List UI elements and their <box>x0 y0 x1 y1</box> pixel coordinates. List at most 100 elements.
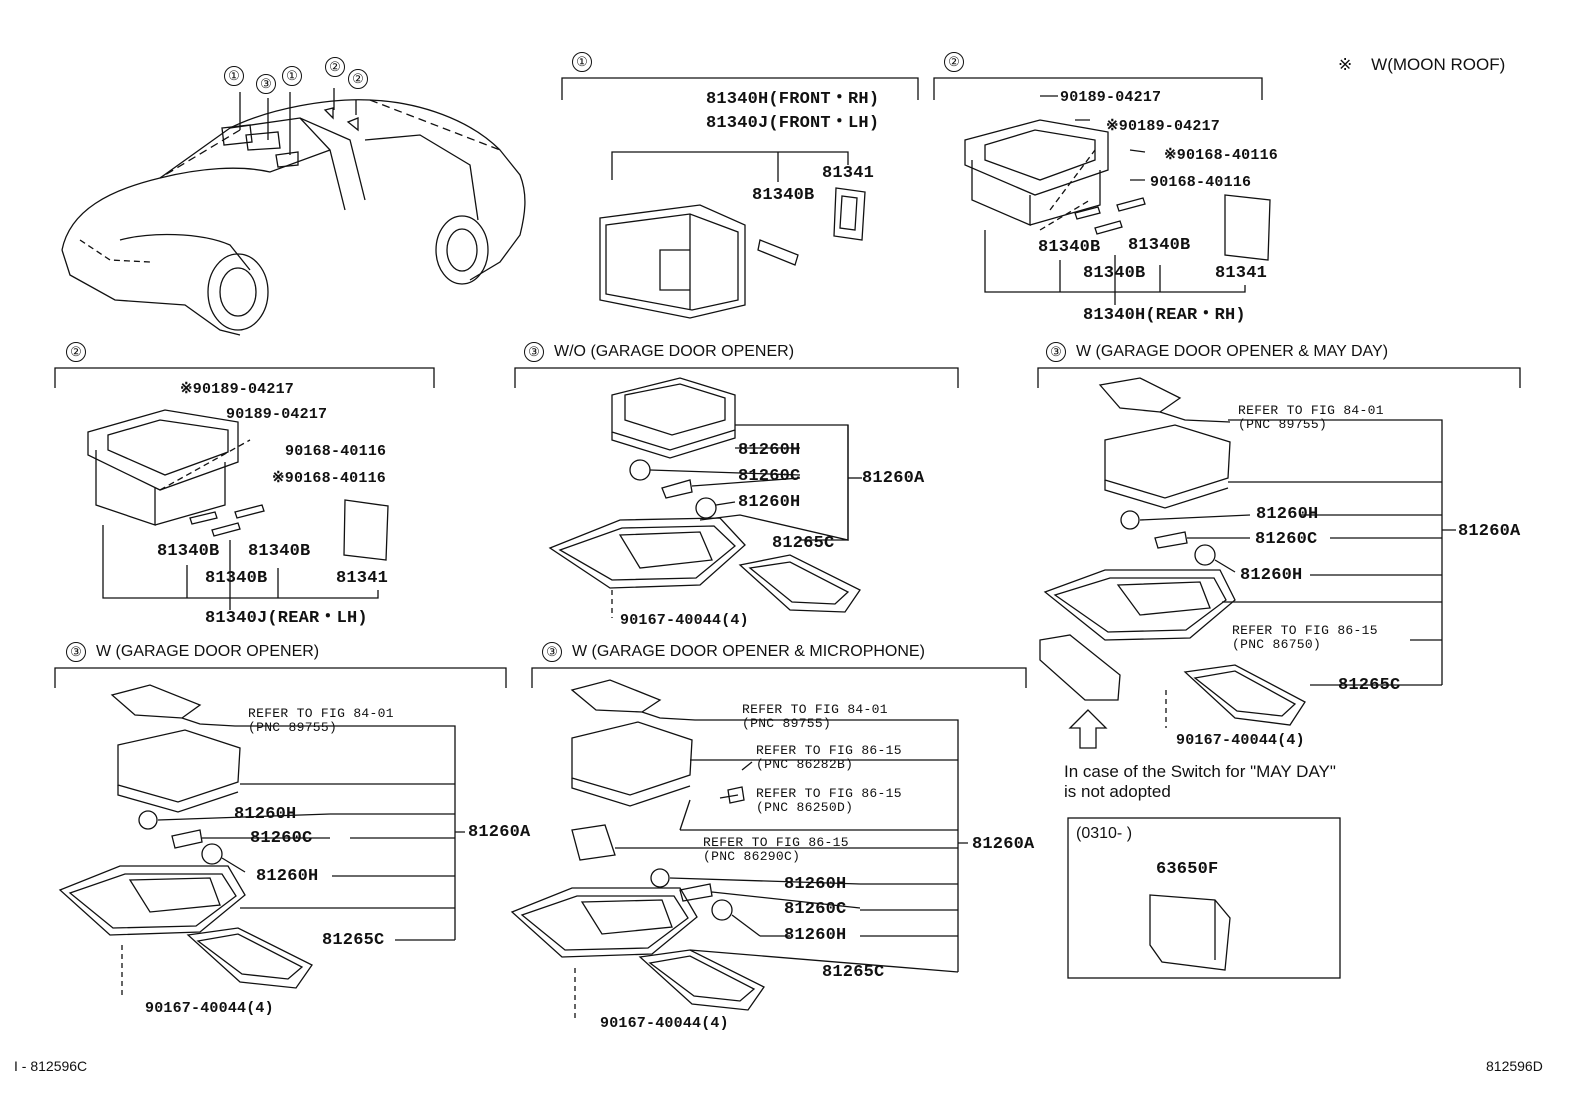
part-81260H-a: 81260H <box>1256 505 1319 524</box>
panel-w-gdo-mic-circle: ③ <box>542 642 562 662</box>
refer-fig-84-01: REFER TO FIG 84-01 (PNC 89755) <box>1238 404 1384 432</box>
part-81340B-a: 81340B <box>1038 238 1101 257</box>
refer-fig-86-15-a: REFER TO FIG 86-15 (PNC 86282B) <box>756 744 902 772</box>
refer-pnc: (PNC 86290C) <box>703 849 801 864</box>
part-90167-40044: 90167-40044(4) <box>1176 732 1305 749</box>
part-81260H-a: 81260H <box>234 805 297 824</box>
part-81260C: 81260C <box>250 829 313 848</box>
part-81260H-b: 81260H <box>1240 566 1303 585</box>
refer-pnc: (PNC 89755) <box>1238 417 1328 432</box>
part-81265C: 81265C <box>322 931 385 950</box>
part-81340B-a: 81340B <box>157 542 220 561</box>
car-illustration <box>61 88 526 336</box>
part-90167-40044: 90167-40044(4) <box>620 612 749 629</box>
moon-roof-legend: ※ W(MOON ROOF) <box>1338 56 1505 74</box>
part-81341: 81341 <box>1215 264 1268 283</box>
panel-w-gdo-mayday-heading: ③ W (GARAGE DOOR OPENER & MAY DAY) <box>1046 342 1388 362</box>
panel-w-gdo-heading: ③ W (GARAGE DOOR OPENER) <box>66 642 319 662</box>
refer-line: REFER TO FIG 84-01 <box>1238 403 1384 418</box>
part-81260H-a: 81260H <box>784 875 847 894</box>
mayday-note-line1: In case of the Switch for "MAY DAY" <box>1064 762 1336 781</box>
part-63650F: 63650F <box>1156 860 1219 879</box>
panel-rear-rh-linework <box>933 77 1271 305</box>
refer-fig-84-01: REFER TO FIG 84-01 (PNC 89755) <box>248 707 394 735</box>
part-81340B-c: 81340B <box>1083 264 1146 283</box>
refer-fig-86-15: REFER TO FIG 86-15 (PNC 86750) <box>1232 624 1378 652</box>
refer-line: REFER TO FIG 84-01 <box>742 702 888 717</box>
panel-wo-gdo-title: W/O (GARAGE DOOR OPENER) <box>554 343 795 361</box>
part-81260H-b: 81260H <box>784 926 847 945</box>
legend-mark: ※ <box>1338 55 1353 74</box>
part-90167-40044: 90167-40044(4) <box>145 1000 274 1017</box>
part-81340J-rear-lh: 81340J(REAR・LH) <box>205 609 368 628</box>
box-date-range: (0310- ) <box>1076 825 1133 842</box>
refer-line: REFER TO FIG 84-01 <box>248 706 394 721</box>
car-callout-3: ③ <box>256 74 276 94</box>
part-90168-40116: 90168-40116 <box>1150 174 1252 191</box>
refer-fig-86-15-c: REFER TO FIG 86-15 (PNC 86290C) <box>703 836 849 864</box>
refer-pnc: (PNC 86750) <box>1232 637 1322 652</box>
part-81265C: 81265C <box>1338 676 1401 695</box>
refer-line: REFER TO FIG 86-15 <box>1232 623 1378 638</box>
panel-w-gdo-mic-title: W (GARAGE DOOR OPENER & MICROPHONE) <box>572 643 925 661</box>
refer-pnc: (PNC 89755) <box>742 716 832 731</box>
panel-w-gdo-circle: ③ <box>66 642 86 662</box>
panel-front-circle: ① <box>572 52 592 72</box>
part-81340H-rear-rh: 81340H(REAR・RH) <box>1083 306 1246 325</box>
part-90168-40116: 90168-40116 <box>285 443 387 460</box>
legend-text: W(MOON ROOF) <box>1371 55 1506 74</box>
car-callout-1b: ① <box>282 66 302 86</box>
part-81260C: 81260C <box>784 900 847 919</box>
car-callout-1: ① <box>224 66 244 86</box>
panel-w-gdo-mic-heading: ③ W (GARAGE DOOR OPENER & MICROPHONE) <box>542 642 925 662</box>
part-81260A: 81260A <box>1458 522 1521 541</box>
part-81260H-a: 81260H <box>738 441 801 460</box>
part-90168-40116-moon: ※90168-40116 <box>1164 147 1278 164</box>
mayday-note-line2: is not adopted <box>1064 782 1171 801</box>
part-81340B-b: 81340B <box>248 542 311 561</box>
panel-w-gdo-mayday-circle: ③ <box>1046 342 1066 362</box>
part-81260C: 81260C <box>1255 530 1318 549</box>
footer-left-code: I - 812596C <box>14 1058 88 1074</box>
part-81260H-b: 81260H <box>738 493 801 512</box>
part-81340B: 81340B <box>752 186 815 205</box>
part-90189-04217-moon: ※90189-04217 <box>1106 118 1220 135</box>
footer-right-code: 812596D <box>1486 1058 1543 1074</box>
part-81260A: 81260A <box>468 823 531 842</box>
part-90167-40044: 90167-40044(4) <box>600 1015 729 1032</box>
refer-pnc: (PNC 89755) <box>248 720 338 735</box>
part-81340J-front-lh: 81340J(FRONT・LH) <box>706 114 880 133</box>
panel-front-linework <box>561 77 919 319</box>
panel-w-gdo-mayday-title: W (GARAGE DOOR OPENER & MAY DAY) <box>1076 343 1389 361</box>
refer-fig-84-01: REFER TO FIG 84-01 (PNC 89755) <box>742 703 888 731</box>
part-81341: 81341 <box>336 569 389 588</box>
part-81265C: 81265C <box>772 534 835 553</box>
refer-pnc: (PNC 86250D) <box>756 800 854 815</box>
part-90189-04217-moon: ※90189-04217 <box>180 381 294 398</box>
part-81340B-c: 81340B <box>205 569 268 588</box>
refer-pnc: (PNC 86282B) <box>756 757 854 772</box>
mayday-note: In case of the Switch for "MAY DAY" is n… <box>1064 762 1336 802</box>
part-90168-40116-moon: ※90168-40116 <box>272 470 386 487</box>
part-81260A: 81260A <box>972 835 1035 854</box>
part-81260C: 81260C <box>738 467 801 486</box>
panel-w-gdo-linework <box>54 667 507 995</box>
refer-fig-86-15-b: REFER TO FIG 86-15 (PNC 86250D) <box>756 787 902 815</box>
part-81260H-b: 81260H <box>256 867 319 886</box>
part-81341: 81341 <box>822 164 875 183</box>
car-callout-2b: ② <box>348 69 368 89</box>
part-90189-04217: 90189-04217 <box>226 406 328 423</box>
part-81265C: 81265C <box>822 963 885 982</box>
part-81260A: 81260A <box>862 469 925 488</box>
panel-rear-rh-circle: ② <box>944 52 964 72</box>
panel-wo-gdo-linework <box>514 367 959 618</box>
panel-rear-lh-linework <box>54 367 435 610</box>
panel-w-gdo-title: W (GARAGE DOOR OPENER) <box>96 643 320 661</box>
panel-w-gdo-mayday-linework <box>1037 367 1521 979</box>
panel-w-gdo-mic-linework <box>510 667 1027 1018</box>
refer-line: REFER TO FIG 86-15 <box>756 743 902 758</box>
panel-rear-lh-circle: ② <box>66 342 86 362</box>
